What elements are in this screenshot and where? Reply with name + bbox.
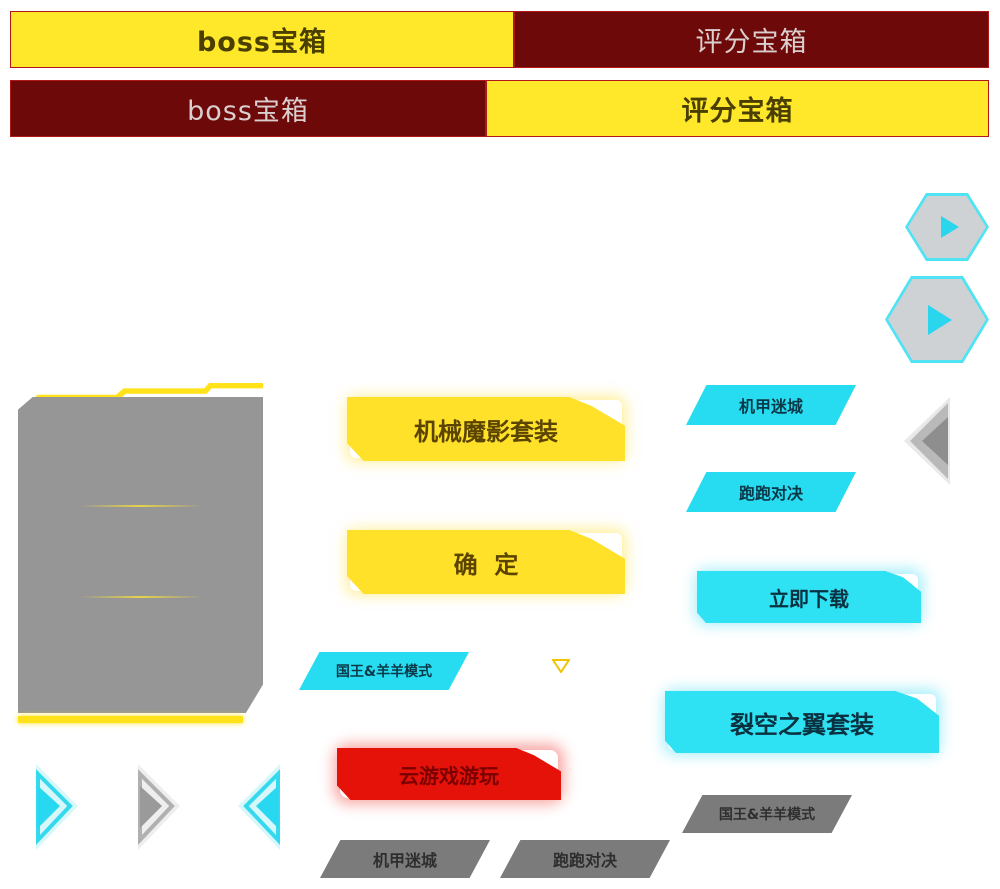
rift-wings-suit-button[interactable]: 裂空之翼套装 (665, 691, 939, 753)
tag-label: 国王&羊羊模式 (718, 807, 816, 823)
download-now-button[interactable]: 立即下载 (697, 571, 921, 623)
arrow-right-cyan-icon[interactable] (30, 762, 82, 852)
arrow-right-gray-icon[interactable] (132, 762, 184, 852)
tag-run-duel[interactable]: 跑跑对决 (686, 472, 856, 512)
tab-boss-chest-active[interactable]: boss宝箱 (10, 11, 514, 68)
play-hex-large-icon[interactable] (885, 276, 989, 363)
mecha-shadow-suit-button[interactable]: 机械魔影套装 (347, 397, 625, 461)
cloud-gaming-button[interactable]: 云游戏游玩 (337, 748, 561, 800)
dropdown-triangle-icon[interactable] (552, 659, 570, 673)
confirm-button[interactable]: 确 定 (347, 530, 625, 594)
tag-mecha-maze-gray[interactable]: 机甲迷城 (320, 840, 490, 878)
tag-king-sheep-mode[interactable]: 国王&羊羊模式 (299, 652, 469, 690)
arrow-left-cyan-icon[interactable] (234, 762, 286, 852)
tab-boss-chest[interactable]: boss宝箱 (10, 80, 486, 137)
tag-run-duel-gray[interactable]: 跑跑对决 (500, 840, 670, 878)
play-hex-icon[interactable] (905, 193, 989, 261)
tag-label: 机甲迷城 (372, 851, 437, 870)
tag-label: 跑跑对决 (738, 484, 803, 503)
gray-content-panel (18, 383, 263, 723)
tab-score-chest-active[interactable]: 评分宝箱 (486, 80, 989, 137)
tag-mecha-maze[interactable]: 机甲迷城 (686, 385, 856, 425)
arrow-left-gray-icon[interactable] (898, 395, 958, 487)
tab-score-chest[interactable]: 评分宝箱 (514, 11, 989, 68)
tag-label: 跑跑对决 (552, 851, 617, 870)
tag-king-sheep-mode-gray[interactable]: 国王&羊羊模式 (682, 795, 852, 833)
tag-label: 机甲迷城 (738, 397, 803, 416)
tag-label: 国王&羊羊模式 (335, 664, 433, 680)
